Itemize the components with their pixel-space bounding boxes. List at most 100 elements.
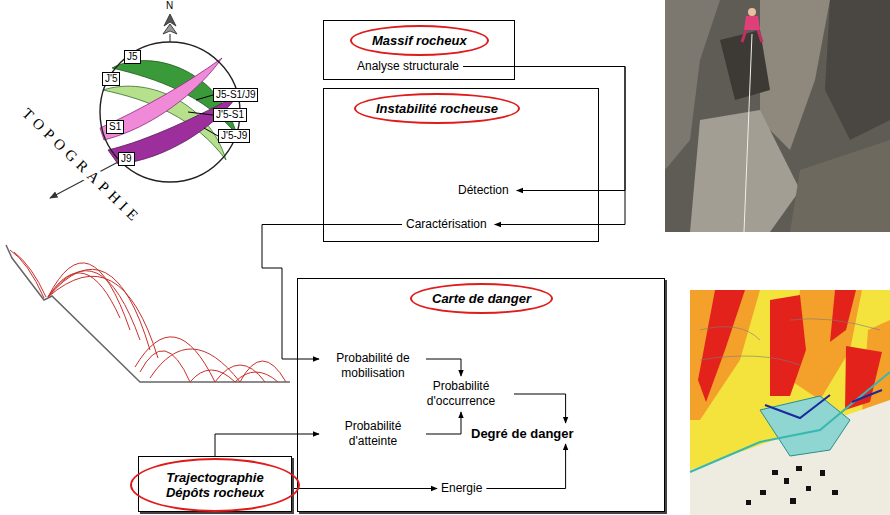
joint-label: J'5-J9 bbox=[218, 129, 250, 143]
node-text: Probabilité d'atteinte bbox=[323, 419, 423, 449]
joint-label: J5 bbox=[124, 50, 141, 64]
node-text: Détection bbox=[458, 183, 509, 198]
node-text: S1 bbox=[109, 121, 121, 133]
joint-label: S1 bbox=[106, 120, 124, 134]
flow-step: Détection bbox=[458, 183, 509, 198]
climber bbox=[748, 8, 756, 16]
rock-face bbox=[790, 140, 890, 232]
trajectory-illustration bbox=[6, 245, 290, 382]
boundary-line bbox=[765, 395, 830, 418]
node-text: Caractérisation bbox=[406, 217, 487, 232]
north-label: N bbox=[166, 0, 173, 12]
joint-label: J5-S1/J9 bbox=[213, 88, 258, 102]
building bbox=[760, 490, 766, 495]
node-text: J9 bbox=[121, 153, 132, 165]
building bbox=[806, 486, 811, 491]
heading-ellipse: Massif rocheux bbox=[350, 25, 489, 56]
hazard-zone bbox=[845, 346, 882, 410]
leader-line bbox=[204, 128, 218, 136]
climber bbox=[744, 16, 760, 30]
trajectory bbox=[48, 271, 140, 340]
hazard-zone bbox=[760, 396, 850, 456]
rock-face bbox=[720, 30, 770, 100]
node-text: J'5-S1 bbox=[216, 109, 244, 121]
node-text: J5 bbox=[127, 51, 138, 63]
node-text: Probabilité de mobilisation bbox=[323, 351, 423, 381]
connector-arrow bbox=[292, 488, 437, 489]
building bbox=[772, 470, 778, 475]
node-text: Probabilité d'occurrence bbox=[411, 379, 511, 409]
trajectory bbox=[150, 349, 240, 382]
building bbox=[746, 500, 751, 505]
joint-label: J'5 bbox=[102, 72, 120, 86]
flow-step: Probabilité d'occurrence bbox=[411, 379, 511, 409]
boundary-line bbox=[852, 390, 882, 402]
connector-arrow bbox=[262, 225, 402, 360]
connector-arrow bbox=[486, 444, 565, 489]
trajectory bbox=[10, 250, 44, 298]
building bbox=[796, 466, 802, 471]
process-box: Trajectographie Dépôts rocheux bbox=[138, 456, 292, 512]
node-text: Analyse structurale bbox=[357, 59, 459, 74]
flow-step: Probabilité de mobilisation bbox=[323, 351, 423, 381]
heading-ellipse: Carte de danger bbox=[410, 283, 553, 314]
connector-arrow bbox=[426, 359, 461, 376]
slope-profile bbox=[6, 245, 290, 382]
joint-label: J'5-S1 bbox=[213, 108, 247, 122]
rock-trajectories bbox=[10, 250, 286, 382]
node-text: Energie bbox=[441, 481, 482, 496]
contour-line bbox=[700, 319, 880, 365]
trajectory bbox=[14, 252, 46, 297]
heading-ellipse: Instabilité rocheuse bbox=[354, 93, 520, 124]
node-text: J'5 bbox=[105, 73, 117, 85]
process-box: Carte de dangerProbabilité de mobilisati… bbox=[297, 278, 665, 512]
flow-step: Probabilité d'atteinte bbox=[323, 419, 423, 449]
node-text: Degré de danger bbox=[471, 426, 574, 441]
trajectory bbox=[48, 263, 130, 330]
building bbox=[832, 490, 838, 495]
photo-background bbox=[665, 0, 890, 232]
trajectory bbox=[215, 365, 265, 382]
flow-step: Energie bbox=[441, 481, 482, 496]
trajectory bbox=[48, 269, 150, 350]
north-arrow bbox=[170, 34, 171, 42]
north-arrow bbox=[163, 24, 177, 34]
trajectory bbox=[140, 351, 190, 382]
hazard-zone bbox=[770, 295, 806, 396]
trajectory bbox=[190, 370, 235, 382]
connector-arrow bbox=[463, 67, 625, 191]
hazard-zone bbox=[830, 290, 856, 342]
trajectory bbox=[240, 361, 286, 382]
rock-photo bbox=[665, 0, 890, 232]
building bbox=[784, 478, 789, 484]
node-text: J'5-J9 bbox=[221, 130, 247, 142]
hazard-zone bbox=[690, 290, 760, 420]
leader-line bbox=[188, 112, 213, 115]
process-box: Instabilité rocheuseDétectionCaractérisa… bbox=[323, 88, 599, 242]
rock-face bbox=[760, 0, 830, 150]
trajectory bbox=[135, 337, 215, 382]
joint-label: J9 bbox=[118, 152, 135, 166]
connector-arrow bbox=[426, 412, 461, 434]
hazard-map bbox=[690, 290, 890, 515]
rock-face bbox=[825, 0, 890, 140]
climber bbox=[742, 30, 762, 42]
building bbox=[790, 498, 796, 504]
node-text: J5-S1/J9 bbox=[216, 89, 255, 101]
process-box: Massif rocheuxAnalyse structurale bbox=[323, 20, 515, 80]
rope bbox=[744, 34, 752, 232]
trajectory bbox=[48, 276, 158, 358]
leader-line bbox=[196, 95, 213, 100]
connector-arrow bbox=[215, 434, 319, 456]
trajectory bbox=[235, 372, 278, 382]
buildings bbox=[746, 466, 838, 505]
hazard-zone bbox=[698, 290, 745, 402]
building bbox=[820, 470, 825, 476]
topography-label: TOPOGRAPHIE bbox=[17, 103, 147, 229]
connector-arrow bbox=[514, 394, 566, 423]
flow-step: Caractérisation bbox=[406, 217, 487, 232]
result-step: Degré de danger bbox=[471, 426, 574, 441]
flow-step: Analyse structurale bbox=[357, 59, 459, 74]
